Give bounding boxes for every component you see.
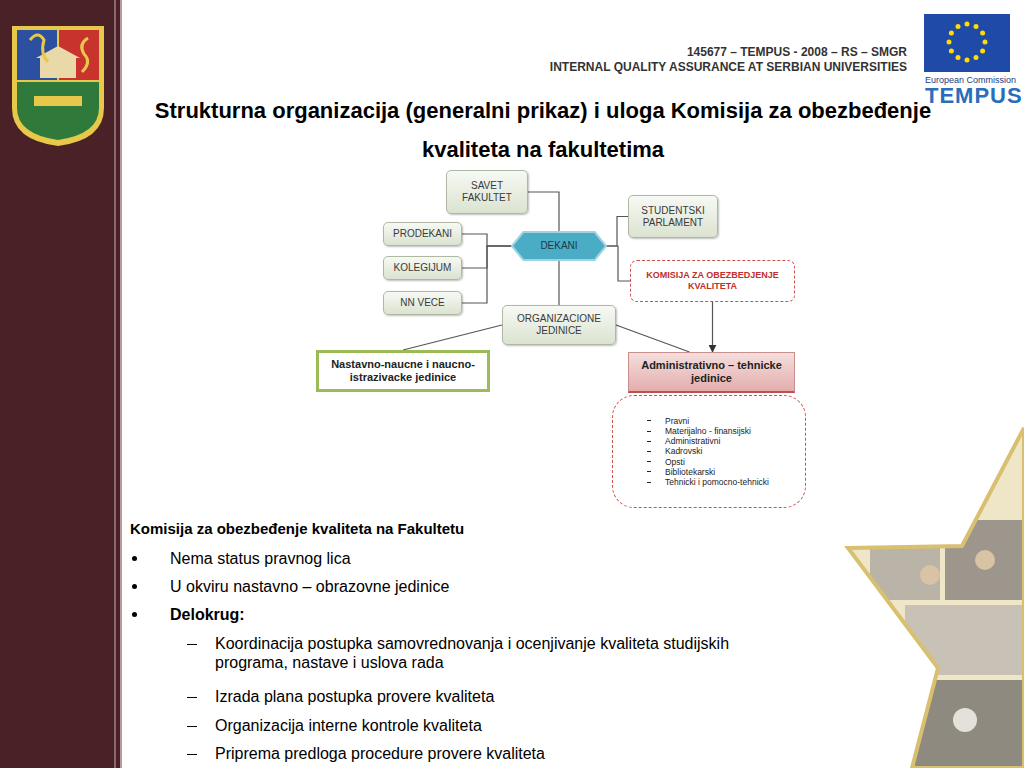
list-text: Tehnicki i pomocno-tehnicki [665,477,769,487]
list-text: Kadrovski [665,446,702,456]
university-logo [12,26,104,146]
org-box: NN VECE [383,291,462,315]
list-item: Tehnicki i pomocno-tehnicki [647,477,769,487]
org-box: STUDENTSKI PARLAMENT [628,195,718,238]
photo-figure [953,708,977,732]
shield-field [17,82,99,140]
node-label: DEKANI [540,240,577,252]
bullet-text: U okviru nastavno – obrazovne jedinice [170,577,830,596]
node-label: STUDENTSKI PARLAMENT [635,205,711,229]
node-label: KOMISIJA ZA OBEZBEDJENJE KVALITETA [639,270,786,292]
photo [905,605,1024,675]
node-label: PRODEKANI [393,228,452,240]
sub-bullet-text: Koordinacija postupka samovrednovanja i … [215,634,805,672]
list-item: Materijalno - finansijski [647,426,751,436]
list-item: Pravni [647,416,689,426]
org-connector [462,246,512,303]
section-heading: Komisija za obezbeđenje kvaliteta na Fak… [130,520,830,538]
list-text: Opsti [665,457,685,467]
program-logo: TEMPUS [925,83,1023,109]
lion-icon [30,35,48,62]
list-dash [647,461,651,462]
list-text: Pravni [665,416,689,426]
list-dash [647,441,651,442]
dean-hexagon: DEKANI [512,232,606,260]
org-connector [528,192,559,232]
list-item: Kadrovski [647,446,702,456]
org-box: SAVET FAKULTET [446,170,528,214]
list-dash [647,471,651,472]
photo-star [848,428,1024,768]
side-band-line [114,0,116,768]
sub-bullet-text: Izrada plana postupka provere kvaliteta [215,687,835,706]
photo-figure [920,565,940,585]
flag-field [924,14,1010,72]
list-text: Bibliotekarski [665,467,715,477]
org-connector [403,325,502,350]
list-dash [647,451,651,452]
org-box: ORGANIZACIONE JEDINICE [502,305,616,345]
project-name: INTERNAL QUALITY ASSURANCE AT SERBIAN UN… [400,60,907,74]
bullet-dot [132,612,137,617]
book-icon [34,96,82,106]
list-dash [647,420,651,421]
node-label: Nastavno-naucne i naucno-istrazivacke je… [327,358,479,384]
bullet-dash [187,754,197,755]
hexagon-fill [512,232,606,260]
node-label: SAVET FAKULTET [453,180,521,204]
shield-rim [12,26,104,146]
list-item: Administrativni [647,436,720,446]
side-band [0,0,122,768]
org-box: PRODEKANI [383,222,462,246]
star-shape [848,428,1024,768]
project-code: 145677 – TEMPUS - 2008 – RS – SMGR [400,45,907,59]
unit-box: Nastavno-naucne i naucno-istrazivacke je… [316,350,490,392]
bullet-dot [132,584,137,589]
bullet-dash [187,697,197,698]
org-connector [462,234,512,246]
commission-box: KOMISIJA ZA OBEZBEDJENJE KVALITETA [630,260,795,302]
node-label: ORGANIZACIONE JEDINICE [509,313,609,337]
bullet-dot [132,556,137,561]
list-item: Bibliotekarski [647,467,715,477]
org-connector [606,217,628,247]
list-text: Administrativni [665,436,720,446]
unit-list-box: PravniMaterijalno - finansijskiAdministr… [612,395,806,508]
sub-bullet-text: Organizacija interne kontrole kvaliteta [215,716,835,735]
side-band-line [120,0,122,768]
list-item: Opsti [647,457,685,467]
photo [945,520,1024,600]
org-connector [558,260,559,305]
arrow-connector [712,302,713,352]
bullet-text: Nema status pravnog lica [170,549,830,568]
org-connector [606,246,630,281]
bullet-dash [187,644,197,645]
org-box: KOLEGIJUM [383,256,462,280]
photo-figure [975,550,995,570]
list-dash [647,431,651,432]
snake-icon [82,38,88,72]
list-text: Materijalno - finansijski [665,426,751,436]
node-label: KOLEGIJUM [394,262,452,274]
flag-stars [947,22,988,63]
sub-bullet-text: Priprema predloga procedure provere kval… [215,744,835,763]
node-label: Administrativno – tehnicke jedinice [637,359,786,385]
unit-box: Administrativno – tehnicke jedinice [628,352,795,393]
star-outline [848,428,1024,768]
bullet-heading: Delokrug: [170,605,830,624]
star-photos [870,520,1024,768]
node-label: NN VECE [400,297,444,309]
list-dash [647,482,651,483]
bullet-dash [187,726,197,727]
eu-flag [924,14,1010,72]
slide-title: Strukturna organizacija (generalni prika… [128,92,958,169]
org-connector [616,325,690,352]
